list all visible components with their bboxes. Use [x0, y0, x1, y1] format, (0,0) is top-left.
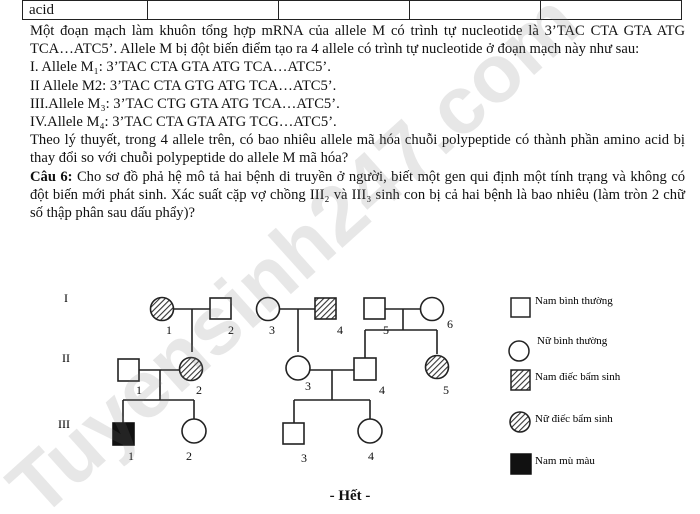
allele-item: II Allele M2: 3’TAC CTA GTG ATG TCA…ATC5… — [30, 77, 337, 94]
legend-colorblind-male-symbol — [510, 453, 532, 475]
individual-number: 1 — [136, 383, 142, 397]
table-cell — [540, 0, 682, 20]
individual-iii4-normal-female — [357, 418, 383, 444]
individual-i2-normal-male — [209, 297, 232, 320]
individual-number: 3 — [301, 451, 307, 465]
allele-item: III.Allele M₃: 3’TAC CTG GTA ATG TCA…ATC… — [30, 95, 340, 112]
individual-number: 3 — [269, 323, 275, 337]
legend-deaf-female-symbol — [509, 411, 531, 433]
individual-number: 1 — [128, 449, 134, 463]
individual-i4-deaf-male — [314, 297, 337, 320]
individual-number: 3 — [305, 379, 311, 393]
question-6-label: Câu 6: — [30, 168, 73, 185]
individual-iii3-normal-male — [282, 422, 305, 445]
individual-ii4-normal-male — [353, 357, 377, 381]
question-5-intro: Một đoạn mạch làm khuôn tổng hợp mRNA củ… — [30, 23, 685, 58]
generation-label-iii: III — [58, 417, 70, 431]
generation-label-i: I — [64, 291, 68, 305]
pedigree-lines — [122, 308, 438, 423]
individual-number: 2 — [228, 323, 234, 337]
individual-i5-normal-male — [363, 297, 386, 320]
legend: Nam bình thường Nữ bình thường Nam điếc … — [508, 295, 621, 475]
individual-number: 5 — [443, 383, 449, 397]
individual-number: 2 — [196, 383, 202, 397]
individual-numbers: 1 2 3 4 5 6 1 2 3 4 5 1 2 3 4 — [128, 317, 453, 465]
table-cell: acid — [22, 0, 148, 20]
pedigree-chart: I II III — [58, 291, 621, 475]
legend-normal-male-symbol — [510, 297, 531, 318]
table-cell — [409, 0, 541, 20]
table-cell — [147, 0, 279, 20]
individual-number: 5 — [383, 323, 389, 337]
legend-normal-female-symbol — [508, 340, 530, 362]
question-6-text: Cho sơ đồ phả hệ mô tả hai bệnh di truyề… — [30, 168, 685, 222]
individual-iii1-colorblind-male — [112, 422, 135, 446]
legend-normal-male-label: Nam bình thường — [535, 295, 613, 307]
question-text: Một đoạn mạch làm khuôn tổng hợp mRNA củ… — [30, 22, 685, 222]
legend-colorblind-male-label: Nam mù màu — [535, 455, 595, 467]
individual-number: 4 — [379, 383, 385, 397]
allele-item: I. Allele M₁: 3’TAC CTA GTA ATG TCA…ATC5… — [30, 59, 331, 76]
individual-ii5-deaf-female — [424, 354, 450, 380]
generation-label-ii: II — [62, 351, 70, 365]
allele-item: IV.Allele M₄: 3’TAC CTA GTA ATG TCG…ATC5… — [30, 114, 337, 131]
individual-i6-normal-female — [419, 296, 445, 322]
individual-ii3-normal-female — [285, 355, 311, 381]
question-6: Câu 6: Cho sơ đồ phả hệ mô tả hai bệnh d… — [30, 168, 685, 223]
legend-deaf-male-label: Nam điếc bẩm sinh — [535, 371, 621, 383]
table-row: acid — [22, 0, 682, 20]
end-marker: - Hết - — [329, 488, 371, 504]
individual-number: 1 — [166, 323, 172, 337]
question-5-prompt: Theo lý thuyết, trong 4 allele trên, có … — [30, 132, 685, 167]
individual-ii2-deaf-female — [178, 356, 204, 382]
legend-deaf-male-symbol — [510, 369, 531, 391]
individual-number: 4 — [368, 449, 374, 463]
legend-deaf-female-label: Nữ điếc bẩm sinh — [535, 413, 613, 425]
table-cell — [278, 0, 410, 20]
answer-table-fragment: acid — [22, 0, 682, 20]
individual-i3-normal-female — [255, 296, 281, 322]
individual-iii2-normal-female — [181, 418, 207, 444]
individual-number: 2 — [186, 449, 192, 463]
individual-number: 6 — [447, 317, 453, 331]
legend-normal-female-label: Nữ bình thường — [537, 335, 608, 347]
individual-ii1-normal-male — [117, 358, 140, 382]
individual-number: 4 — [337, 323, 343, 337]
individual-i1-deaf-female — [149, 296, 175, 322]
